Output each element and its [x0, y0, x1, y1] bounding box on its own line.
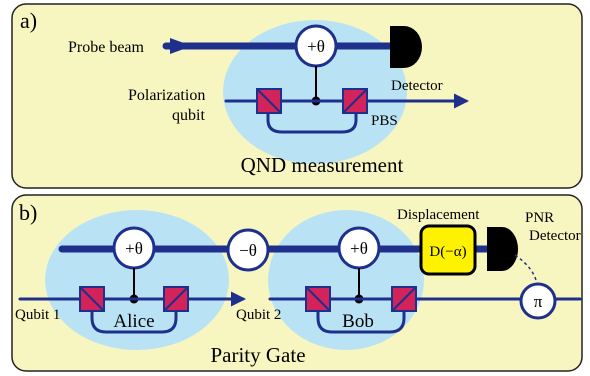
- pbs-alice-right: [163, 286, 189, 312]
- displacement-box: [419, 224, 477, 276]
- detector-label: Detector: [391, 78, 443, 94]
- pi-correction-node: [519, 282, 557, 320]
- pbs-left: [256, 88, 282, 114]
- bob-label: Bob: [342, 311, 374, 332]
- detector-icon: [390, 26, 422, 68]
- panel-a-tag: a): [20, 8, 37, 33]
- qubit-label-line1: Polarization: [128, 87, 205, 104]
- qubit2-lower-path: [316, 306, 406, 334]
- feedforward-link: [514, 254, 538, 285]
- pi-correction-label: π: [534, 292, 543, 311]
- qubit-lower-path: [266, 107, 358, 134]
- pnr-label-line1: PNR: [525, 210, 554, 226]
- displacement-box-label: D(−α): [429, 244, 466, 260]
- panel-b-tag: b): [19, 200, 37, 225]
- pbs-bob-right: [391, 286, 417, 312]
- alice-label: Alice: [113, 311, 154, 332]
- pnr-detector-icon: [487, 227, 518, 271]
- panel-b-caption: Parity Gate: [210, 343, 305, 367]
- phase-label-minus: −θ: [239, 241, 257, 260]
- qubit2-label: Qubit 2: [236, 307, 281, 323]
- pbs-label: PBS: [371, 113, 398, 129]
- pbs-right: [342, 88, 368, 114]
- pbs-alice-left: [79, 286, 105, 312]
- qubit1-label: Qubit 1: [15, 307, 60, 323]
- pnr-label-line2: Detector: [529, 228, 581, 244]
- phase-node-minus: [226, 228, 270, 272]
- phase-shift-label: +θ: [307, 37, 325, 56]
- phase-label-alice: +θ: [125, 239, 143, 258]
- probe-beam-label: Probe beam: [68, 39, 145, 56]
- panel-b: b) +θ −θ +θ Displacement D(−α) PNR Detec…: [11, 194, 583, 372]
- pbs-bob-left: [305, 286, 331, 312]
- panel-a: a) Probe beam +θ Detector Polarization q…: [11, 3, 583, 189]
- qubit-label-line2: qubit: [172, 107, 205, 124]
- displacement-label: Displacement: [397, 207, 480, 223]
- qubit1-lower-path: [90, 306, 178, 334]
- phase-label-bob: +θ: [350, 239, 368, 258]
- panel-a-caption: QND measurement: [241, 153, 404, 177]
- bob-region: [268, 210, 424, 350]
